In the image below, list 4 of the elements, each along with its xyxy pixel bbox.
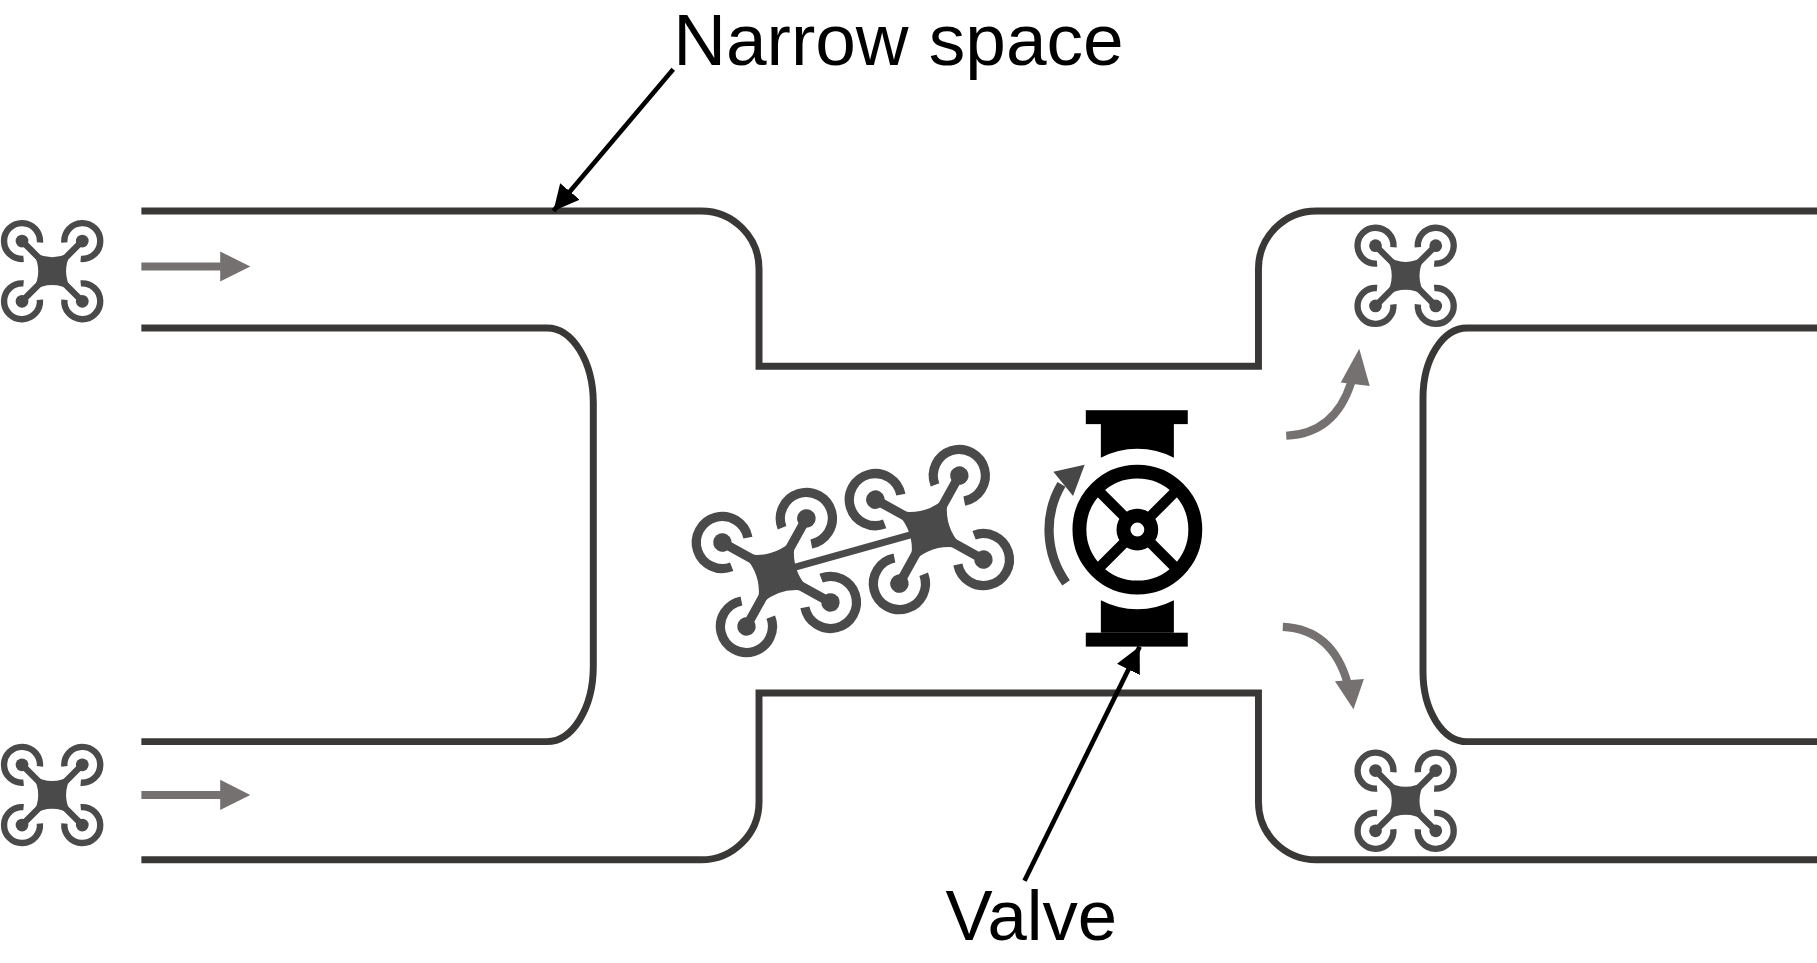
leader-line xyxy=(1022,645,1142,882)
valve-symbol xyxy=(1072,410,1203,647)
leader-line xyxy=(551,67,676,213)
callout-label: Valve xyxy=(945,880,1118,952)
